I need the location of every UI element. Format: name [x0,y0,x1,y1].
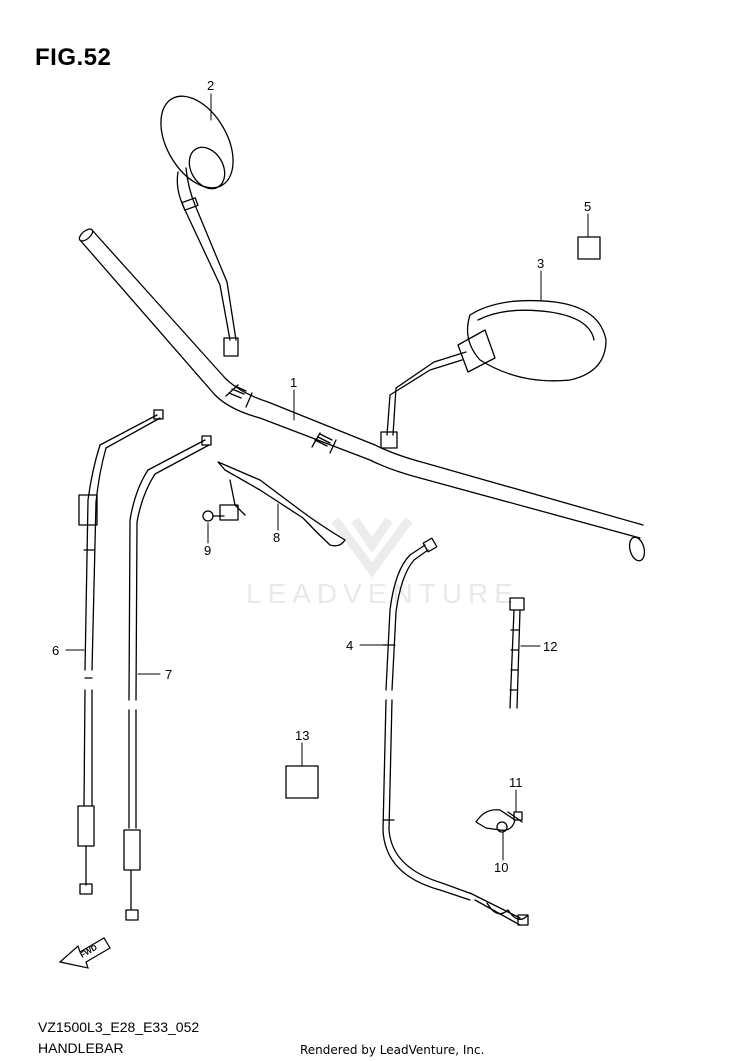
callout-7: 7 [165,667,172,682]
bracket-8 [217,461,346,547]
cable-tie-12 [509,597,525,709]
callout-6: 6 [52,643,59,658]
callout-8: 8 [273,530,280,545]
screw-11 [507,811,523,823]
throttle-cable-7 [123,435,212,921]
callout-12: 12 [543,639,557,654]
callout-2: 2 [207,78,214,93]
figure-caption: HANDLEBAR [38,1040,124,1056]
callout-9: 9 [204,543,211,558]
watermark-text: LEADVENTURE [246,578,519,609]
callout-1: 1 [290,375,297,390]
callout-4: 4 [346,638,353,653]
leader-lines [65,93,589,861]
cable-4 [382,537,529,926]
handlebar [78,228,646,562]
watermark-logo [331,517,413,578]
callout-3: 3 [537,256,544,271]
figure-title: FIG.52 [35,44,112,71]
callout-10: 10 [494,860,508,875]
label-13 [285,765,319,799]
label-5 [577,236,601,260]
callout-11: 11 [509,775,523,790]
throttle-cable-6 [77,409,164,895]
screw-9 [202,510,225,522]
callout-13: 13 [295,728,309,743]
model-code: VZ1500L3_E28_E33_052 [38,1019,200,1035]
left-mirror [160,95,239,357]
fwd-arrow-icon: FWD [58,937,111,969]
right-mirror [380,299,607,449]
render-credit: Rendered by LeadVenture, Inc. [300,1043,485,1057]
callout-5: 5 [584,199,591,214]
